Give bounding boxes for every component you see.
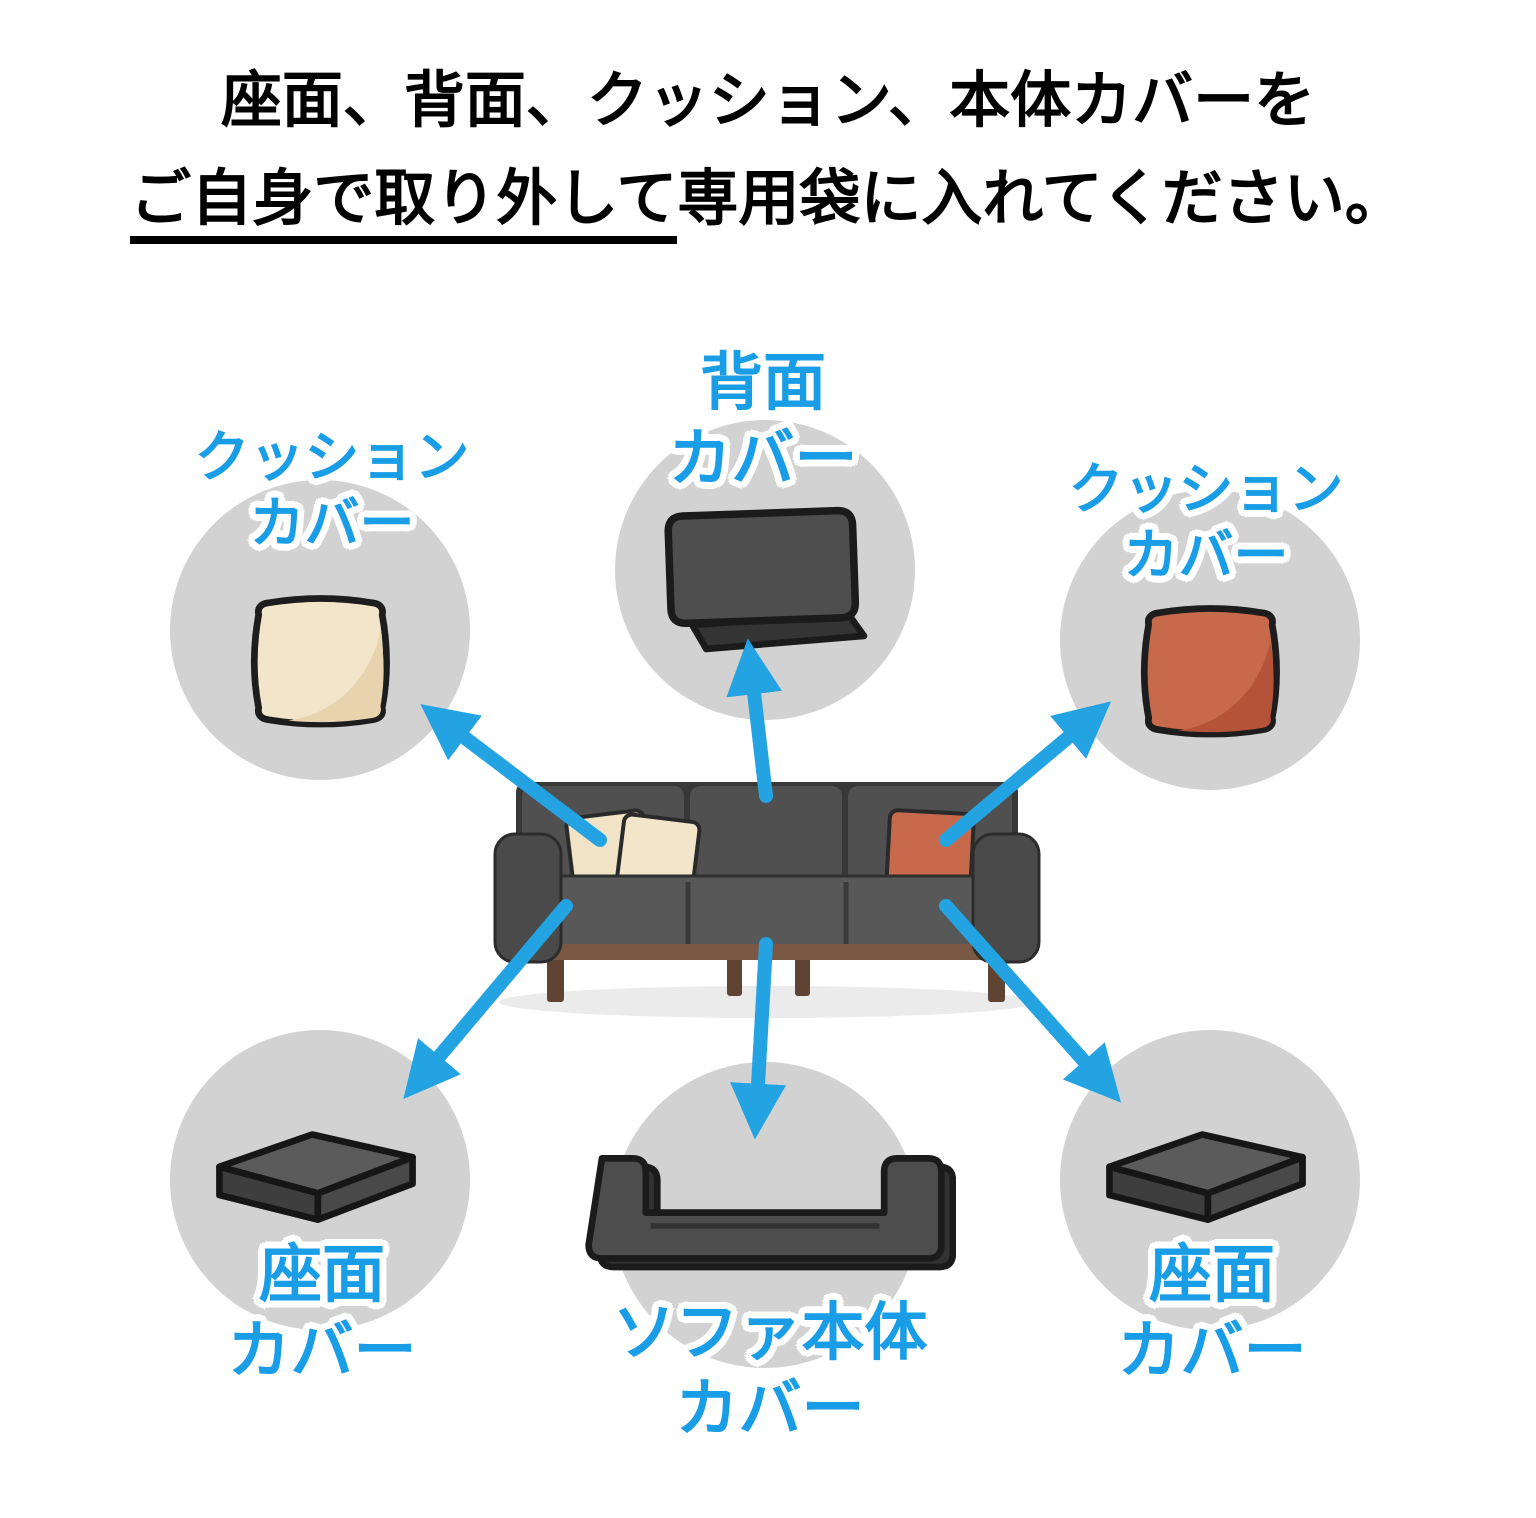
sofa-armrest-right xyxy=(971,832,1041,964)
sofa-illustration xyxy=(493,782,1041,1018)
title-line-2: ご自身で取り外して専用袋に入れてください。 xyxy=(0,150,1536,248)
arrow-to-cushion-cover-left xyxy=(420,704,607,847)
title: 座面、背面、クッション、本体カバーを ご自身で取り外して専用袋に入れてください。 xyxy=(0,52,1536,247)
title-underlined-text: ご自身で取り外して xyxy=(130,163,678,244)
label-cushion-cover-left: クッション カバー xyxy=(194,424,469,556)
label-back-cover: 背面 カバー xyxy=(669,346,858,497)
arrow-to-cushion-cover-right xyxy=(939,701,1112,847)
label-line: 座面 xyxy=(259,1240,385,1310)
circle-cushion-cover-left xyxy=(170,480,470,780)
sofa-base-trim xyxy=(514,944,1020,960)
label-line: カバー xyxy=(675,1373,865,1444)
seat-cover-icon-right xyxy=(1106,1131,1306,1224)
sofa-shadow xyxy=(499,986,1035,1018)
sofa-leg xyxy=(547,952,564,1002)
sofa-backrest-section xyxy=(690,786,842,888)
sofa-leg xyxy=(988,952,1005,1002)
label-line: クッション xyxy=(194,426,470,488)
label-line: 背面 xyxy=(700,348,826,418)
sofa-cushion-beige-2 xyxy=(614,812,702,900)
label-sofa-body-cover: ソファ本体 カバー xyxy=(613,1296,928,1447)
circle-seat-cover-left xyxy=(170,1030,470,1330)
label-line: 座面 xyxy=(1149,1240,1275,1310)
back-cover-icon xyxy=(664,506,868,653)
label-line: カバー xyxy=(1123,524,1289,586)
label-line: クッション xyxy=(1068,458,1344,520)
label-line: カバー xyxy=(668,423,858,494)
label-line: カバー xyxy=(1117,1315,1307,1386)
arrows xyxy=(403,638,1122,1140)
sofa-leg xyxy=(727,952,742,996)
sofa-leg xyxy=(795,952,810,996)
sofa-armrest-left xyxy=(493,832,563,964)
beige-cushion-icon xyxy=(250,595,390,728)
sofa-seat xyxy=(506,874,1028,952)
arrow-to-seat-cover-left xyxy=(403,899,573,1099)
seat-cover-icon-left xyxy=(216,1131,416,1224)
label-line: カバー xyxy=(227,1315,417,1386)
sofa-backrest xyxy=(516,782,1018,894)
title-rest-text: 専用袋に入れてください。 xyxy=(677,163,1406,232)
sofa-body-cover-icon xyxy=(585,1154,956,1271)
label-cushion-cover-right: クッション カバー xyxy=(1068,456,1343,588)
sofa-cushion-beige-1 xyxy=(564,808,654,898)
label-line: カバー xyxy=(249,492,415,554)
arrow-to-seat-cover-right xyxy=(939,899,1122,1103)
label-line: ソファ本体 xyxy=(612,1298,928,1368)
sofa-cushion-orange xyxy=(884,808,976,900)
sofa-backrest-section xyxy=(848,786,1012,888)
sofa-backrest-section xyxy=(522,786,684,888)
title-line-1: 座面、背面、クッション、本体カバーを xyxy=(220,66,1316,134)
label-seat-cover-left: 座面 カバー xyxy=(228,1238,417,1389)
label-seat-cover-right: 座面 カバー xyxy=(1118,1238,1307,1389)
orange-cushion-icon xyxy=(1140,605,1280,738)
